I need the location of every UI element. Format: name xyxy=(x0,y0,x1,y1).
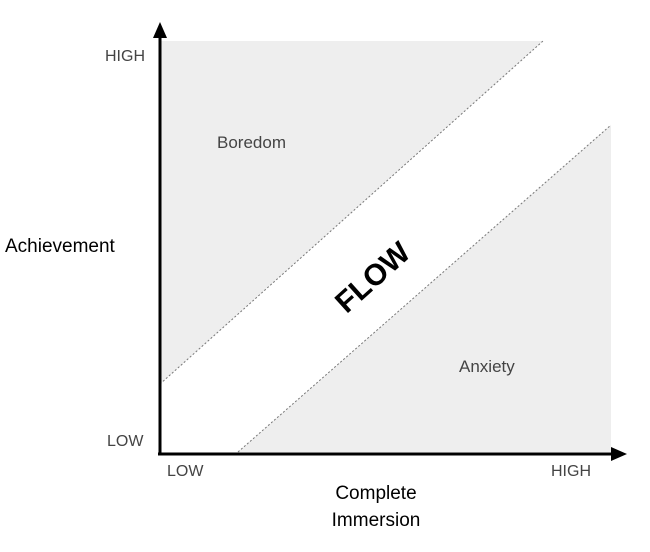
y-axis-high-label: HIGH xyxy=(105,48,145,65)
x-axis-high-label: HIGH xyxy=(551,463,591,480)
y-axis-low-label: LOW xyxy=(107,433,144,450)
x-axis-title-line2: Immersion xyxy=(332,510,421,531)
x-axis-title-line1: Complete xyxy=(335,483,416,504)
x-axis-arrowhead xyxy=(611,447,627,461)
upper-divider-line xyxy=(159,40,544,385)
anxiety-label: Anxiety xyxy=(459,357,515,376)
boredom-label: Boredom xyxy=(217,133,286,152)
y-axis-title: Achievement xyxy=(5,236,116,257)
y-axis-arrowhead xyxy=(153,22,167,38)
x-axis-low-label: LOW xyxy=(167,463,204,480)
lower-divider-line xyxy=(237,124,612,453)
